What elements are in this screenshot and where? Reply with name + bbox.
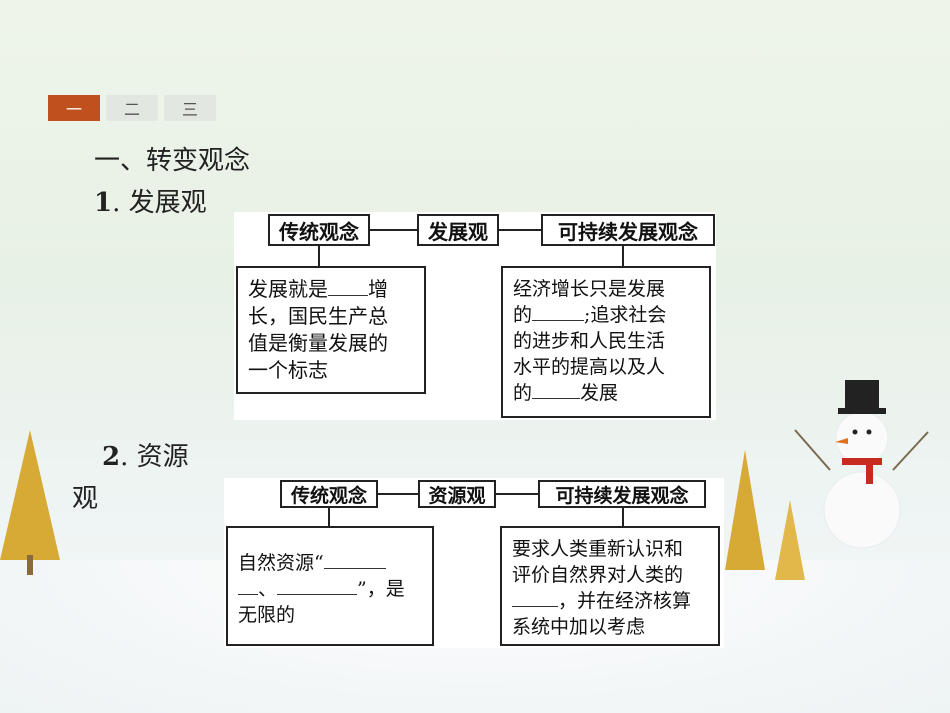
- d2-blank-1: [323, 568, 386, 569]
- d2-right-vline: [622, 508, 624, 526]
- d1-traditional-label: 传统观念: [268, 214, 370, 246]
- section-title: 一、转变观念: [94, 146, 251, 176]
- d2-connector-left: [378, 493, 418, 495]
- d1-connector-left: [370, 229, 417, 231]
- d2-traditional-label: 传统观念: [280, 480, 378, 508]
- d1-traditional-box: 发展就是 增 长，国民生产总 值是衡量发展的 一个标志: [236, 266, 426, 394]
- d2-right-line3: ，并在经济核算: [558, 590, 692, 612]
- subsection-1-text: . 发展观: [112, 188, 207, 218]
- d2-left-line1: 自然资源“: [238, 552, 324, 574]
- subsection-2-title-cont: 观: [72, 484, 99, 514]
- d1-center-label: 发展观: [417, 214, 499, 246]
- tab-2[interactable]: 二: [106, 95, 158, 121]
- d2-sustainable-label: 可持续发展观念: [538, 480, 706, 508]
- subsection-2-title: 2. 资源: [102, 436, 189, 473]
- d1-right-line1: 经济增长只是发展: [513, 278, 666, 300]
- d1-blank-2: [532, 320, 585, 321]
- d2-blank-2: [238, 594, 258, 595]
- d2-right-line2: 评价自然界对人类的: [512, 564, 684, 586]
- d1-right-line3: 的进步和人民生活: [513, 330, 666, 352]
- tab-1[interactable]: 一: [48, 95, 100, 121]
- d1-left-vline: [318, 246, 320, 266]
- d2-blank-3: [277, 594, 358, 595]
- d2-left-line3: 无限的: [238, 604, 296, 626]
- d2-right-line1: 要求人类重新认识和: [512, 538, 684, 560]
- d1-sustainable-label: 可持续发展观念: [541, 214, 715, 246]
- d1-blank-1: [328, 295, 368, 296]
- d1-right-line5b: 发展: [580, 382, 619, 404]
- d2-left-line2b: ”，是: [357, 578, 405, 600]
- d2-left-line2a: 、: [258, 578, 278, 600]
- d1-left-line1b: 增: [368, 277, 388, 301]
- d1-left-line4: 一个标志: [248, 358, 328, 382]
- d1-right-line2b: ;追求社会: [584, 304, 667, 326]
- tree-mid: [725, 450, 805, 580]
- d2-left-vline: [328, 508, 330, 526]
- subsection-2-text: . 资源: [120, 442, 189, 472]
- d2-sustainable-box: 要求人类重新认识和 评价自然界对人类的 ，并在经济核算 系统中加以考虑: [500, 526, 720, 646]
- subsection-1-title: 1. 发展观: [94, 182, 207, 219]
- d1-right-line4: 水平的提高以及人: [513, 356, 666, 378]
- diagram-development-view: 传统观念 发展观 可持续发展观念 发展就是 增 长，国民生产总 值是衡量发展的 一…: [234, 212, 716, 420]
- d1-sustainable-box: 经济增长只是发展 的;追求社会 的进步和人民生活 水平的提高以及人 的发展: [501, 266, 711, 418]
- d1-right-vline: [622, 246, 624, 266]
- tab-3[interactable]: 三: [164, 95, 216, 121]
- subsection-1-number: 1: [94, 188, 113, 218]
- d1-left-line2: 长，国民生产总: [248, 304, 388, 328]
- section-tabs: 一 二 三: [48, 95, 222, 121]
- d1-left-line1: 发展就是: [248, 277, 328, 301]
- d1-right-line5a: 的: [513, 382, 533, 404]
- d1-left-line3: 值是衡量发展的: [248, 331, 388, 355]
- d2-blank-4: [512, 606, 558, 607]
- d1-blank-3: [532, 398, 581, 399]
- d2-traditional-box: 自然资源“ 、 ”，是 无限的: [226, 526, 434, 646]
- d2-center-label: 资源观: [418, 480, 496, 508]
- d2-connector-right: [496, 493, 538, 495]
- diagram-resource-view: 传统观念 资源观 可持续发展观念 自然资源“ 、 ”，是 无限的 要求人类重新认识…: [224, 478, 724, 648]
- d1-right-line2a: 的: [513, 304, 533, 326]
- d1-connector-right: [499, 229, 541, 231]
- subsection-2-number: 2: [102, 442, 121, 472]
- snowman: [794, 380, 929, 549]
- d2-right-line4: 系统中加以考虑: [512, 616, 646, 638]
- tree-left: [0, 430, 60, 575]
